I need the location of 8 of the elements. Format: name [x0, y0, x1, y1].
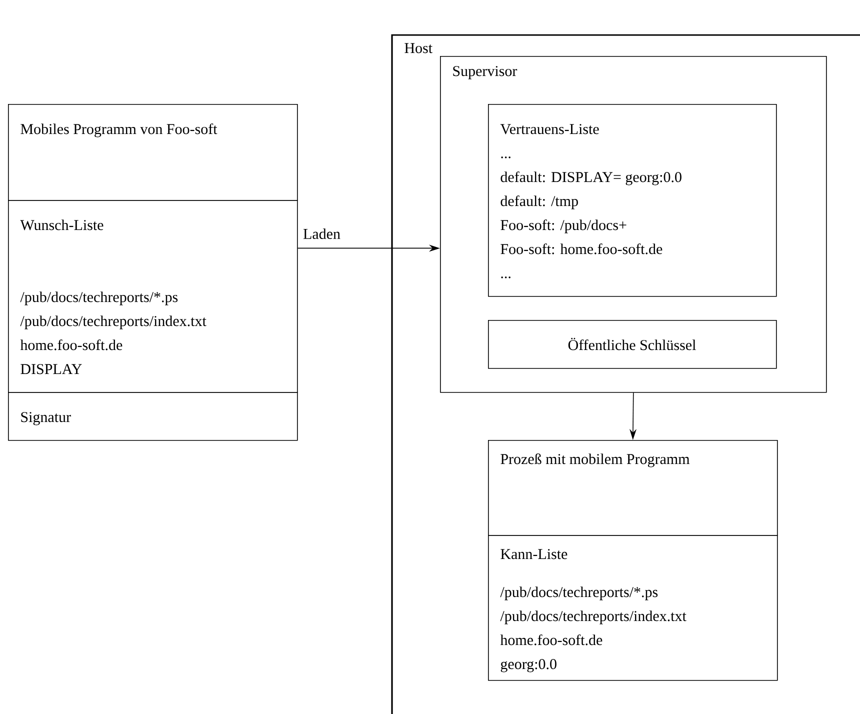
trust-list-box: Vertrauens-Liste ... default: DISPLAY= georg:0.0 default: /tmp Foo-soft: /pub/docs+ Foo-soft: home.foo-soft.de ...	[488, 104, 777, 297]
edge-label: Laden	[303, 228, 340, 239]
program-header-box: Mobiles Programm von Foo-soft	[8, 104, 298, 201]
process-box: Prozeß mit mobilem Programm	[488, 440, 778, 536]
signature-box: Signatur	[8, 392, 298, 441]
can-list-box: Kann-Liste /pub/docs/techreports/*.ps /pub/docs/techreports/index.txt home.foo-soft.de georg:0.0	[488, 535, 778, 681]
key-box: Öffentliche Schlüssel	[488, 320, 777, 369]
wish-list-box: Wunsch-Liste /pub/docs/techreports/*.ps /pub/docs/techreports/index.txt home.foo-soft.de DISPLAY	[8, 200, 298, 393]
